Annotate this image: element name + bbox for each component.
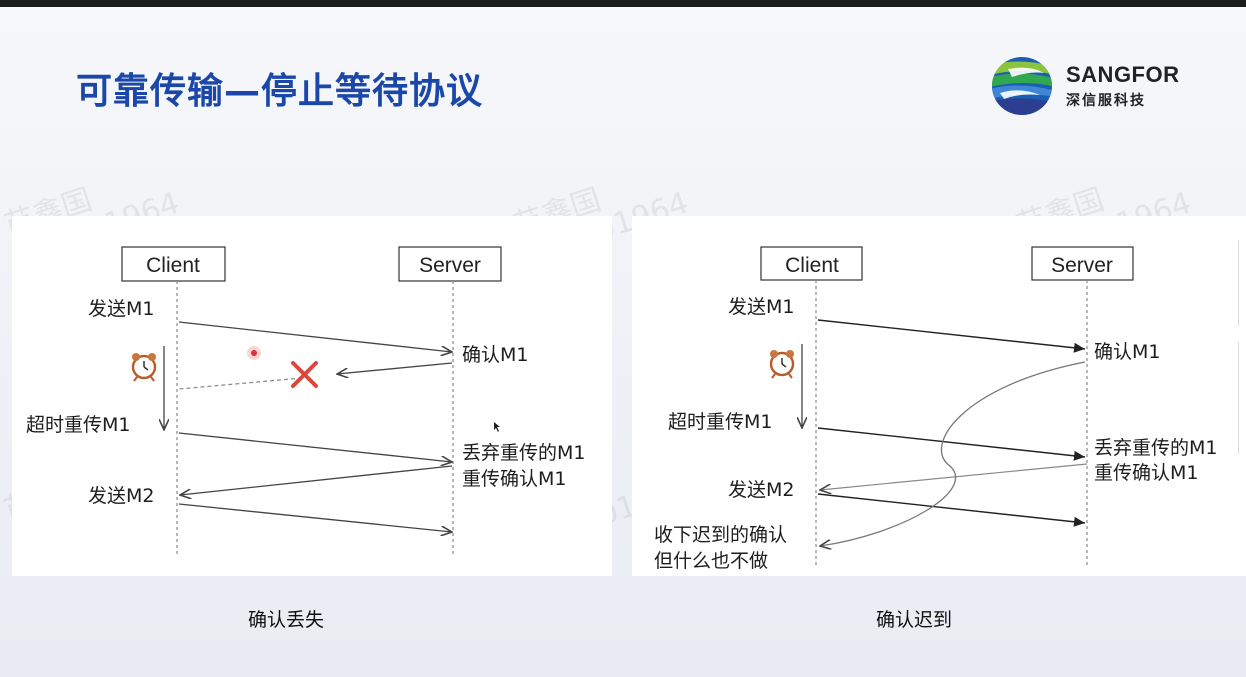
label-late-ack-2: 但什么也不做 <box>654 550 768 572</box>
label-resend-confirm: 重传确认M1 <box>462 468 566 490</box>
ack-m1-lost-path <box>178 377 303 390</box>
label-timeout-resend: 超时重传M1 <box>26 414 130 436</box>
edge-card <box>1238 240 1246 326</box>
send-m1-arrow <box>817 319 1086 353</box>
server-header: Server <box>419 254 481 277</box>
send-m2-arrow <box>817 493 1086 527</box>
alarm-clock-icon <box>131 353 157 382</box>
label-send-m1: 发送M1 <box>88 298 154 320</box>
cross-icon <box>291 361 318 388</box>
diagram-ack-late: Client Server 发送M1 确认M1 超时重传M1 丢弃重传的M1 重… <box>632 216 1246 576</box>
label-resend-confirm: 重传确认M1 <box>1094 462 1198 484</box>
label-late-ack-1: 收下迟到的确认 <box>654 524 787 546</box>
slide-title: 可靠传输—停止等待协议 <box>76 71 484 112</box>
send-m2-arrow <box>178 503 452 532</box>
client-header-box <box>760 246 863 281</box>
label-timeout-resend: 超时重传M1 <box>668 411 772 433</box>
label-send-m2: 发送M2 <box>88 485 154 507</box>
server-header-box <box>1031 246 1134 281</box>
ack-m1-arrow <box>337 362 453 374</box>
mouse-cursor-icon <box>494 422 500 432</box>
resend-m1-arrow <box>817 427 1086 461</box>
client-header-box <box>121 246 226 282</box>
alarm-clock-icon <box>769 350 795 379</box>
label-discard-resend: 丢弃重传的M1 <box>462 442 585 464</box>
resend-m1-arrow <box>178 432 452 462</box>
label-discard-resend: 丢弃重传的M1 <box>1094 437 1217 459</box>
send-m1-arrow <box>178 321 452 352</box>
logo-subtitle: 深信服科技 <box>1066 93 1146 109</box>
resend-ack-arrow <box>180 465 453 495</box>
client-header: Client <box>785 254 839 277</box>
label-confirm-m1: 确认M1 <box>462 344 528 366</box>
logo-mark-icon <box>992 57 1052 115</box>
top-bar <box>0 0 1246 7</box>
label-confirm-m1: 确认M1 <box>1094 341 1160 363</box>
pointer-dot <box>247 346 261 360</box>
label-send-m1: 发送M1 <box>728 296 794 318</box>
diagram-ack-lost: Client Server <box>12 216 612 576</box>
resend-ack-arrow <box>820 463 1088 490</box>
late-ack-curve <box>820 361 1086 546</box>
logo-brand: SANGFOR <box>1066 62 1180 87</box>
client-header: Client <box>146 254 200 277</box>
sangfor-logo: SANGFOR 深信服科技 <box>990 55 1190 117</box>
server-header: Server <box>1051 254 1113 277</box>
edge-card <box>1238 342 1246 454</box>
caption-ack-lost: 确认丢失 <box>248 609 325 631</box>
label-send-m2: 发送M2 <box>728 479 794 501</box>
server-header-box <box>398 246 502 282</box>
caption-ack-late: 确认迟到 <box>876 609 953 631</box>
